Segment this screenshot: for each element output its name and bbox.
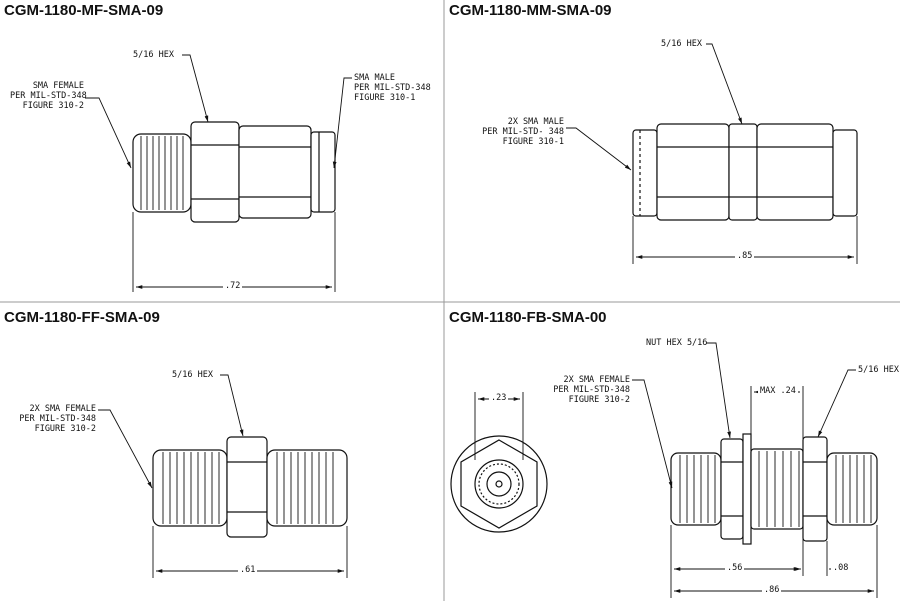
mf-right-label-line-2: PER MIL-STD-348	[354, 83, 431, 93]
fb-left-label-line-1: 2X SMA FEMALE	[563, 375, 630, 385]
fb-leaders	[632, 342, 878, 598]
mm-left-label-line-2: PER MIL-STD- 348	[482, 127, 564, 137]
fb-flange-hex	[802, 436, 828, 542]
mm-left-label-line-1: 2X SMA MALE	[507, 117, 564, 127]
mf-panel-title: CGM-1180-MF-SMA-09	[4, 2, 164, 19]
ff-left-thread-body	[152, 449, 228, 527]
mf-dim-length: .72	[223, 281, 243, 291]
fb-nut-label: NUT HEX 5/16	[646, 338, 708, 348]
mf-right-label-line-3: FIGURE 310-1	[354, 93, 416, 103]
ff-left-label-line-2: PER MIL-STD-348	[19, 414, 96, 424]
mf-left-label-line-3: FIGURE 310-2	[22, 101, 84, 111]
mm-hex-label: 5/16 HEX	[661, 39, 702, 49]
mm-panel-title: CGM-1180-MM-SMA-09	[449, 2, 612, 19]
fb-panel-title: CGM-1180-FB-SMA-00	[449, 309, 607, 326]
mf-left-label-line-1: SMA FEMALE	[32, 81, 84, 91]
fb-left-thread-body	[670, 452, 722, 526]
ff-connector-drawing	[152, 436, 348, 538]
fb-dim-max: MAX .24	[758, 386, 798, 396]
mm-left-nut	[656, 123, 730, 221]
fb-hex-label: 5/16 HEX	[858, 365, 899, 375]
fb-dim-total: .86	[762, 585, 782, 595]
fb-washer	[742, 433, 752, 545]
mm-left-tip	[632, 129, 658, 217]
mf-right-label-line-1: SMA MALE	[354, 73, 395, 83]
mm-right-tip	[832, 129, 858, 217]
ff-left-label: 2X SMA FEMALE PER MIL-STD-348 FIGURE 310…	[2, 404, 96, 434]
fb-dim-flange: .08	[831, 563, 851, 573]
mf-male-tip	[310, 131, 336, 213]
fb-right-thread-body	[826, 452, 878, 526]
fb-left-label-line-3: FIGURE 310-2	[568, 395, 630, 405]
mf-male-nut	[238, 125, 312, 219]
mm-hex-body	[728, 123, 758, 221]
ff-left-label-line-3: FIGURE 310-2	[34, 424, 96, 434]
fb-nut-hex	[720, 438, 744, 540]
mm-dim-length: .85	[735, 251, 755, 261]
mf-female-thread-body	[132, 133, 192, 213]
ff-hex-body	[226, 436, 268, 538]
mm-right-nut	[756, 123, 834, 221]
mf-hex-body	[190, 121, 240, 223]
mf-right-label: SMA MALE PER MIL-STD-348 FIGURE 310-1	[354, 73, 431, 103]
ff-panel-title: CGM-1180-FF-SMA-09	[4, 309, 160, 326]
fb-dim-face: .23	[489, 393, 509, 403]
ff-dim-length: .61	[238, 565, 258, 575]
mm-connector-drawing	[632, 123, 858, 221]
ff-left-label-line-1: 2X SMA FEMALE	[29, 404, 96, 414]
ff-right-thread-body	[266, 449, 348, 527]
mm-left-label-line-3: FIGURE 310-1	[502, 137, 564, 147]
fb-left-label-line-2: PER MIL-STD-348	[553, 385, 630, 395]
mf-left-label-line-2: PER MIL-STD-348	[10, 91, 87, 101]
fb-dim-inner: .56	[725, 563, 745, 573]
mm-left-label: 2X SMA MALE PER MIL-STD- 348 FIGURE 310-…	[470, 117, 564, 147]
fb-side-view	[670, 433, 878, 545]
ff-hex-label: 5/16 HEX	[172, 370, 213, 380]
mf-hex-label: 5/16 HEX	[133, 50, 174, 60]
mf-connector-drawing	[132, 121, 336, 223]
fb-left-label: 2X SMA FEMALE PER MIL-STD-348 FIGURE 310…	[536, 375, 630, 405]
mf-left-label: SMA FEMALE PER MIL-STD-348 FIGURE 310-2	[10, 81, 87, 111]
fb-front-view	[450, 435, 548, 533]
